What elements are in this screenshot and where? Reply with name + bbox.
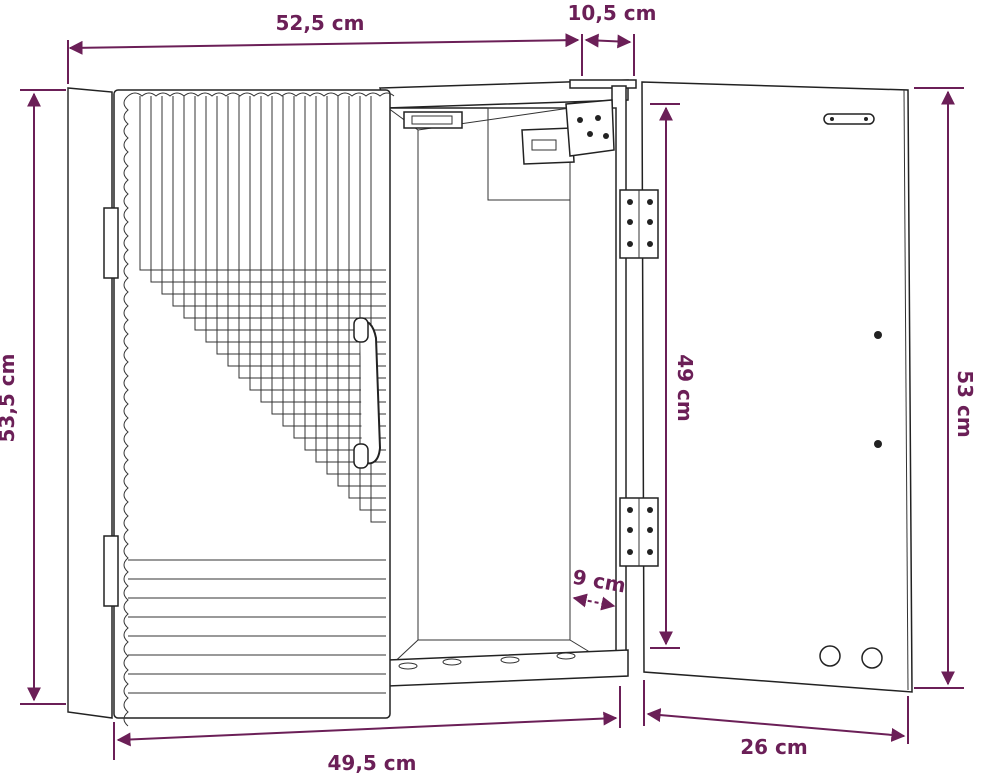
right-door <box>619 81 913 693</box>
dimension-door-width: 26 cm <box>740 735 808 759</box>
flute-line <box>348 96 386 499</box>
hinge-icon <box>619 189 659 259</box>
flute-line <box>216 96 386 355</box>
flute-line <box>183 96 386 319</box>
dimension-left-height: 53,5 cm <box>0 353 19 442</box>
flute-line <box>194 96 386 331</box>
left-door <box>103 89 395 727</box>
flute-line <box>249 96 386 391</box>
hinge-icon <box>619 497 659 567</box>
dimension-top-width: 52,5 cm <box>275 11 364 35</box>
flute-line <box>205 96 386 343</box>
flute-line <box>326 96 386 475</box>
dimension-lines <box>20 33 964 760</box>
flute-line <box>172 96 386 307</box>
dimension-inner-height: 49 cm <box>673 354 697 422</box>
dimension-door-height: 53 cm <box>953 370 977 438</box>
flute-line <box>161 96 386 295</box>
flute-line <box>337 96 386 487</box>
door-handle-icon <box>353 317 382 469</box>
flute-line <box>227 96 386 367</box>
flute-line <box>271 96 386 415</box>
flute-line <box>359 96 386 511</box>
flute-edge <box>123 95 129 727</box>
flute-line <box>282 96 386 427</box>
dimension-bottom-width: 49,5 cm <box>327 751 416 775</box>
cabinet-body <box>67 79 637 719</box>
flute-line <box>370 96 386 523</box>
flute-line <box>150 96 386 283</box>
flute-edge <box>127 92 395 97</box>
dimension-depth: 10,5 cm <box>567 1 656 25</box>
flute-line <box>260 96 386 403</box>
hanging-bracket-icon <box>521 99 615 165</box>
flute-line <box>139 96 386 271</box>
flute-line <box>293 96 386 439</box>
flute-line <box>238 96 386 379</box>
